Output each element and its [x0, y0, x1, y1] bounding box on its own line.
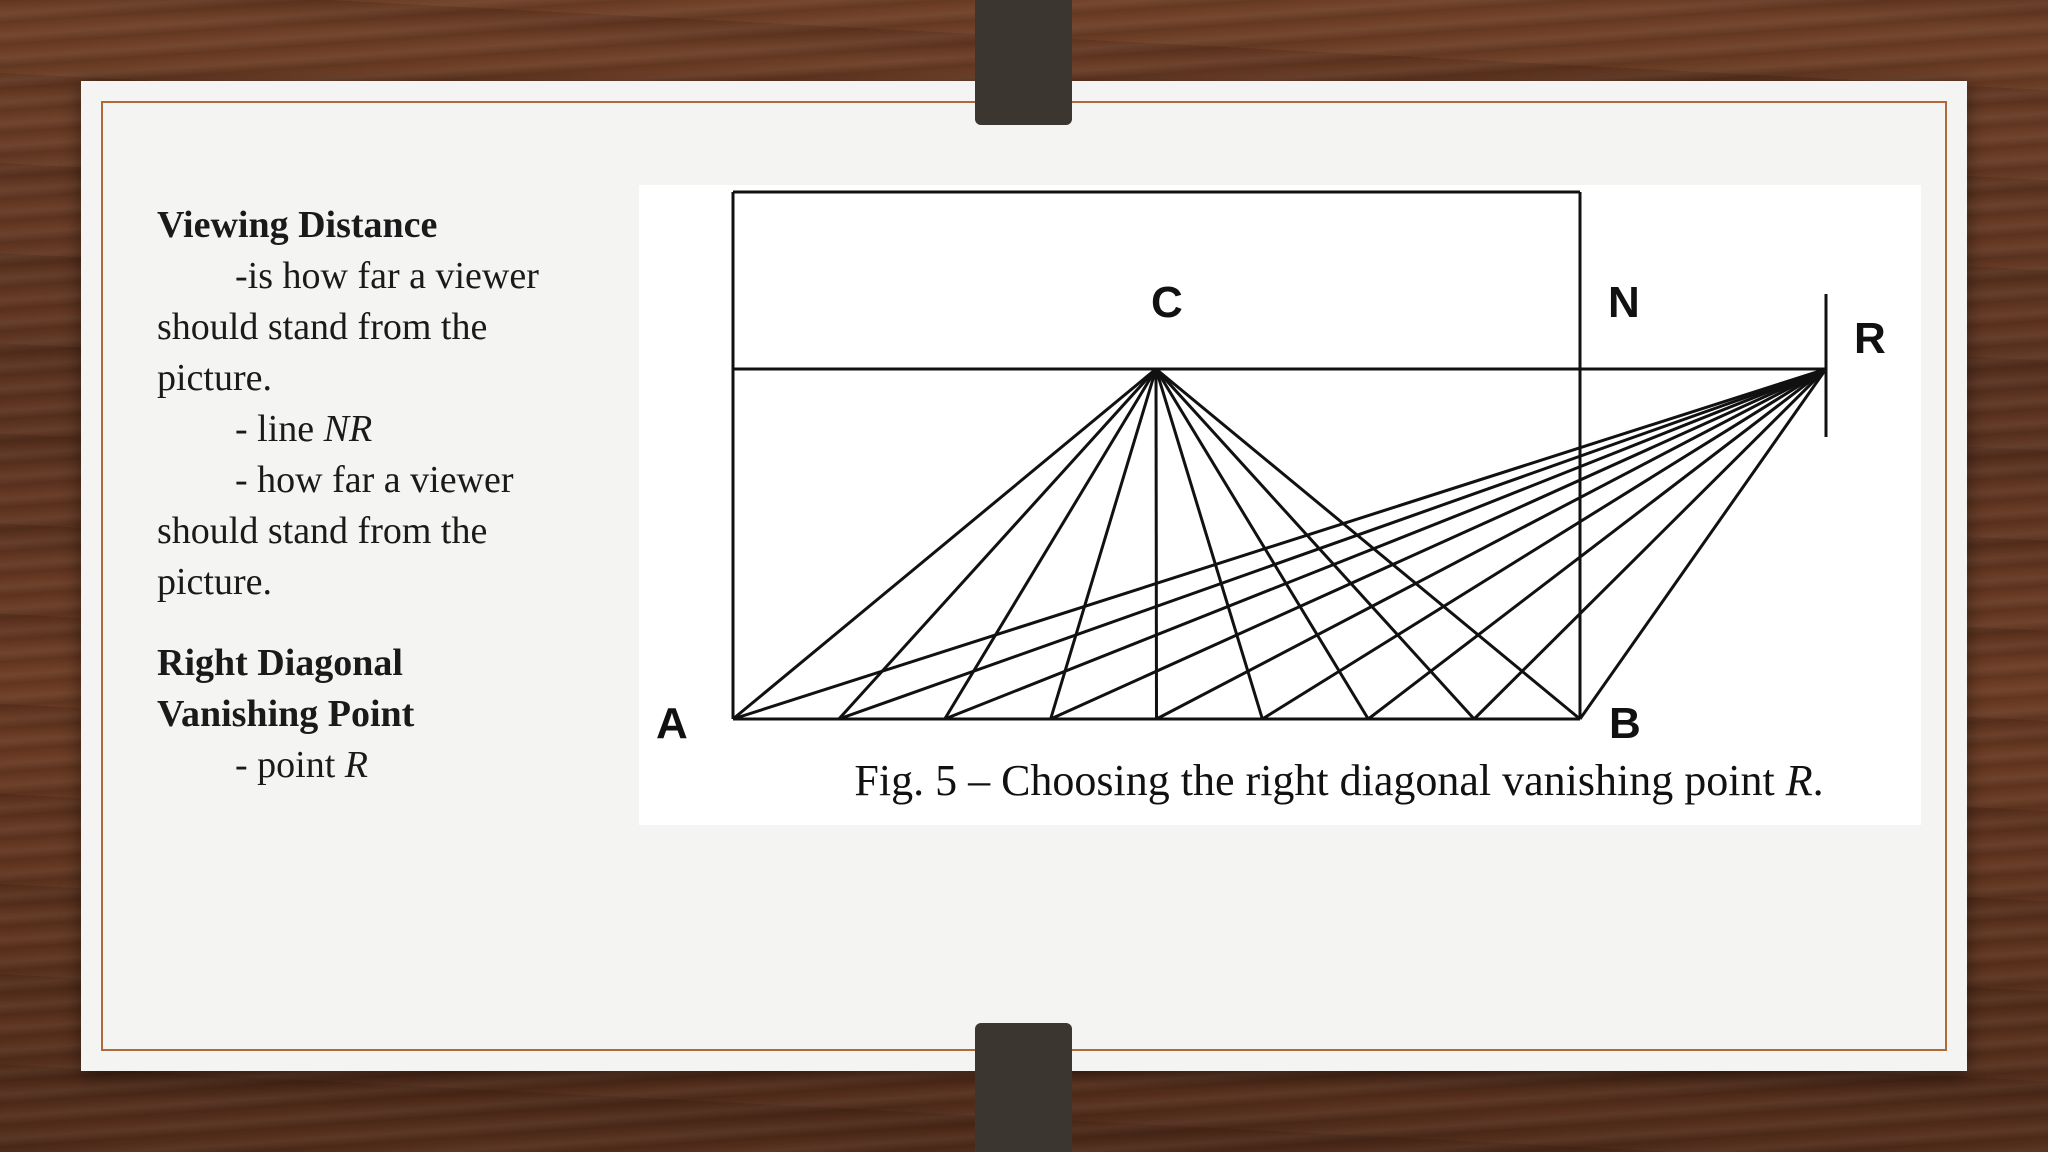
text-line: -is how far a viewer [235, 255, 539, 297]
ray-to-c [1154, 367, 1476, 721]
figure-caption: Fig. 5 – Choosing the right diagonal van… [639, 755, 1921, 806]
ray-to-c [837, 367, 1158, 721]
ray-to-r [1155, 367, 1827, 721]
text-line-nr: - line NR [157, 404, 587, 455]
heading-viewing-distance: Viewing Distance [157, 204, 438, 246]
text-emphasis: NR [323, 408, 373, 450]
label-c: C [1151, 278, 1183, 327]
text-emphasis: R [344, 744, 368, 786]
ray-to-r [1578, 368, 1828, 720]
ray-to-r [732, 367, 1827, 721]
text-block: Viewing Distance -is how far a viewer sh… [157, 200, 587, 791]
diagram-lines [731, 190, 1828, 721]
text-fragment: - point [235, 744, 345, 786]
ray-to-r [1050, 367, 1827, 721]
label-a: A [656, 699, 688, 748]
spacer [157, 608, 587, 638]
ray-to-r [1473, 367, 1828, 721]
binder-clip-top [975, 0, 1072, 125]
text-line: should stand from the [157, 510, 488, 552]
ray-to-r [944, 367, 1827, 721]
ray-to-c [1154, 368, 1370, 720]
caption-text: Fig. 5 – Choosing the right diagonal van… [854, 756, 1786, 805]
ray-to-c [943, 368, 1158, 720]
text-line-point-r: - point R [157, 740, 587, 791]
label-b: B [1609, 699, 1641, 748]
ray-to-c [732, 367, 1157, 721]
ray-to-c [1049, 368, 1158, 720]
ray-to-c [1154, 368, 1264, 720]
ray-to-r [838, 367, 1827, 721]
text-line: - how far a viewer [235, 459, 514, 501]
text-line: picture. [157, 357, 273, 399]
perspective-figure: A B C N R Fig. 5 – Choosing the right di… [639, 185, 1921, 825]
ray-to-r [1261, 367, 1827, 721]
text-line: should stand from the [157, 306, 488, 348]
text-fragment: - line [235, 408, 324, 450]
perspective-diagram: A B C N R [656, 190, 1886, 748]
text-line: picture. [157, 561, 273, 603]
binder-clip-bottom [975, 1023, 1072, 1152]
caption-emphasis: R [1785, 756, 1813, 805]
ray-to-c [1155, 367, 1581, 721]
ray-to-c [1154, 368, 1158, 720]
label-n: N [1608, 278, 1640, 327]
caption-text: . [1812, 756, 1824, 805]
heading-vanishing-point: Vanishing Point [157, 693, 415, 735]
label-r: R [1854, 314, 1886, 363]
ray-to-r [1367, 367, 1827, 721]
heading-right-diagonal: Right Diagonal [157, 642, 403, 684]
